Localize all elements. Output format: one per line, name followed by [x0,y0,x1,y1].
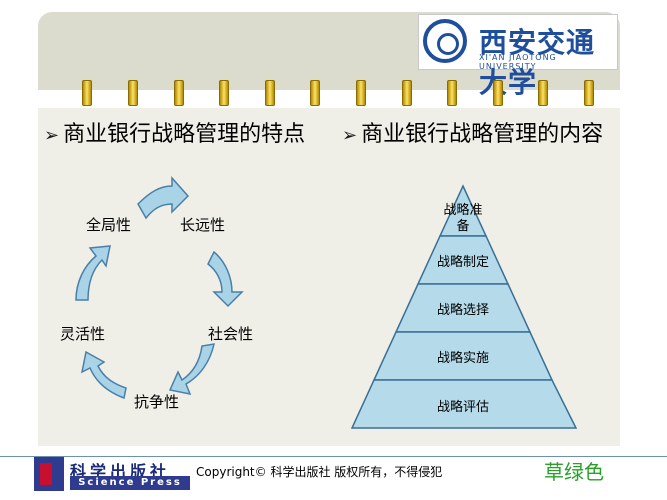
left-heading: ➢商业银行战略管理的特点 [44,120,314,151]
binder-rings [0,80,667,110]
curved-arrow-icon [207,250,244,308]
color-tag: 草绿色 [544,460,604,484]
arrow-bullet-icon: ➢ [44,125,60,146]
curved-arrow-icon [80,350,127,400]
binder-ring-icon [219,80,229,106]
pyramid-label: 战略制定 [436,255,489,270]
university-name-en: XI'AN JIAOTONG UNIVERSITY [479,53,557,71]
binder-ring-icon [310,80,320,106]
cycle-label: 灵活性 [60,325,106,343]
binder-ring-icon [538,80,548,106]
publisher-logo-icon [34,457,64,491]
pyramid-layer [350,379,578,429]
pyramid-label: 战略实施 [436,351,489,366]
cycle-label: 长远性 [180,216,226,234]
pyramid-label: 战略评估 [436,400,489,415]
curved-arrow-icon [137,176,190,220]
curved-arrow-icon [168,343,215,396]
cycle-label: 社会性 [208,325,254,343]
right-heading: ➢商业银行战略管理的内容 [342,120,612,151]
left-heading-text: 商业银行战略管理的特点 [63,122,306,147]
binder-ring-icon [265,80,275,106]
binder-ring-icon [82,80,92,106]
university-logo: 西安交通大学 XI'AN JIAOTONG UNIVERSITY [418,14,618,99]
copyright-text: Copyright© 科学出版社 版权所有，不得侵犯 [196,465,443,479]
binder-ring-icon [174,80,184,106]
cycle-label: 抗争性 [134,393,180,411]
binder-ring-icon [128,80,138,106]
pyramid-label: 战略选择 [436,303,489,318]
pyramid-label: 战略准备 [443,203,483,234]
cycle-label: 全局性 [86,216,132,234]
university-seal-icon [423,19,467,63]
binder-ring-icon [402,80,412,106]
binder-ring-icon [584,80,594,106]
footer-divider [0,456,667,457]
publisher-name-en: Science Press [70,476,190,490]
binder-ring-icon [356,80,366,106]
university-name-cn: 西安交通大学 [479,26,596,99]
curved-arrow-icon [75,245,111,301]
arrow-bullet-icon: ➢ [342,125,358,146]
right-heading-text: 商业银行战略管理的内容 [361,122,604,147]
binder-ring-icon [493,80,503,106]
binder-ring-icon [447,80,457,106]
